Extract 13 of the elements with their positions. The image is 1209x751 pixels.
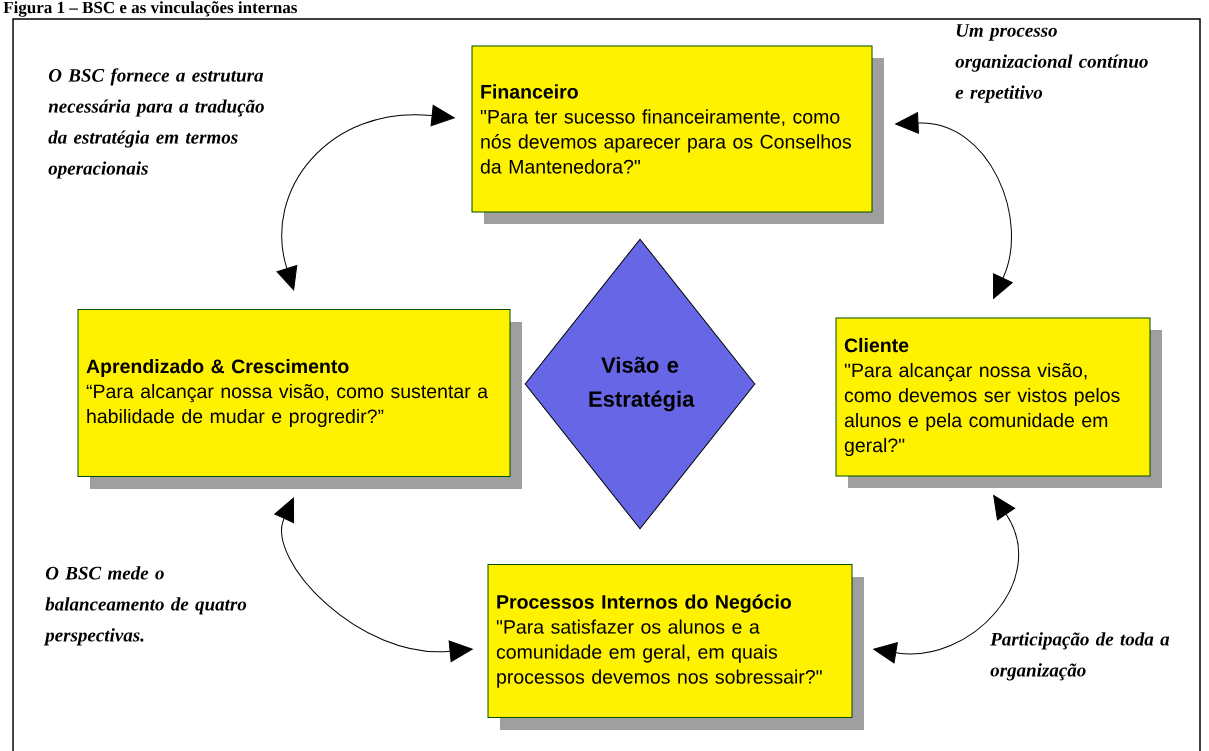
annotation-text: Um processo organizacional contínuo e repetitivo — [955, 24, 1148, 103]
perspective-box: Cliente "Para alcançar nossa visão, como devemos ser vistos pelos alunos e pela comunidade em geral?" — [835, 317, 1162, 488]
annotation-text: Participação de toda a organização — [990, 632, 1170, 681]
curved-arrow — [276, 104, 455, 291]
perspective-box: Processos Internos do Negócio "Para satisfazer os alunos e a comunidade em geral, em quais processos devemos nos sobressair?" — [487, 564, 864, 730]
annotation-text: O BSC fornece a estrutura necessária para a tradução da estratégia em termos operacionais — [48, 68, 264, 179]
perspective-box: Aprendizado & Crescimento “Para alcançar nossa visão, como sustentar a habilidade de mudar e progredir?” — [77, 309, 522, 489]
curved-arrow — [274, 497, 473, 663]
curved-arrow — [895, 112, 1013, 299]
curved-arrow — [873, 495, 1019, 664]
annotation-text: O BSC mede o balanceamento de quatro perspectivas. — [43, 566, 247, 646]
perspective-box: Financeiro "Para ter sucesso financeiramente, como nós devemos aparecer para os Conselhos da Mantenedora?" — [471, 45, 884, 224]
figure-title: Figura 1 – BSC e as vinculações internas — [3, 1, 297, 17]
